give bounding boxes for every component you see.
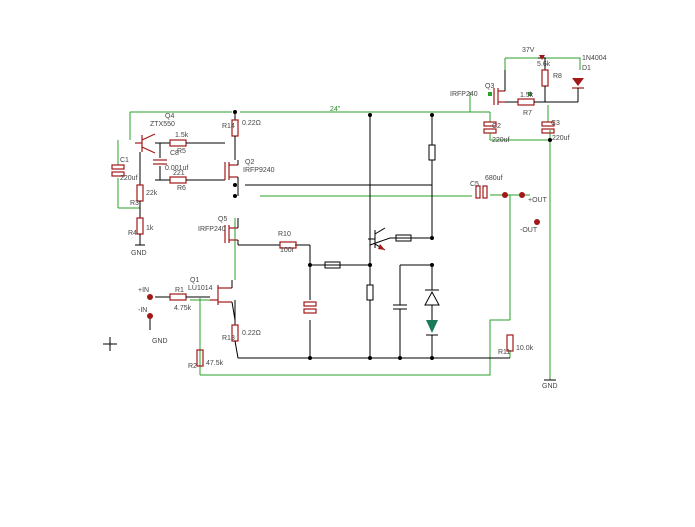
capacitor-c-drain: [303, 301, 317, 314]
driver-transistor: [368, 227, 386, 251]
black-wires: [238, 115, 510, 359]
resistor-r5: 1.5k R5: [165, 132, 225, 155]
out-plus-label: +OUT: [528, 197, 548, 204]
q2-name: Q2: [245, 159, 254, 166]
r2-value: 47.5k: [206, 360, 224, 367]
resistor-r8: R8 5.6k: [537, 58, 562, 102]
q2-value: IRFP9240: [243, 167, 275, 174]
r13-name: R13: [222, 335, 235, 342]
gnd1-label: GND: [131, 250, 147, 257]
green-wires: [129, 57, 581, 380]
zener-diode: [424, 289, 440, 336]
output-pin-minus[interactable]: -OUT: [520, 219, 540, 234]
d1-name: D1: [582, 65, 591, 72]
resistor-r3: R3 22k: [130, 152, 158, 218]
c1-name: C1: [120, 157, 129, 164]
r1-name: R1: [175, 287, 184, 294]
resistor-r2: R2 47.5k: [188, 349, 224, 370]
resistor-r11: R11 10.0k: [498, 334, 534, 356]
r3-name: R3: [130, 200, 139, 207]
resistor-unlabeled-3: [324, 261, 341, 269]
r6-value: 221: [173, 170, 185, 177]
capacitor-unlabeled: [393, 300, 407, 315]
r8-name: R8: [553, 73, 562, 80]
c5-value: 680uf: [485, 175, 503, 182]
q1-value: LU1014: [188, 285, 213, 292]
q4-name: Q4: [165, 113, 174, 120]
capacitor-c1: C1 220uf: [111, 140, 140, 209]
green-junctions: [488, 92, 532, 96]
q4-value: ZTX550: [150, 121, 175, 128]
c8-name: C8: [170, 150, 179, 157]
gnd3-label: GND: [542, 383, 558, 390]
input-pin-minus[interactable]: -IN GND: [138, 307, 168, 345]
rail-24: 24": [330, 106, 341, 113]
capacitor-c8: C8 0.001uf: [153, 143, 188, 180]
rail-24-label: 24": [330, 106, 341, 113]
capacitor-c3: C3 220uf: [541, 105, 570, 142]
c2-name: C2: [492, 123, 501, 130]
r2-name: R2: [188, 363, 197, 370]
resistor-r6: 221 R6: [155, 170, 225, 192]
r5-name: R5: [177, 148, 186, 155]
mosfet-q3: Q3 IRFP240: [450, 70, 506, 105]
q3-value: IRFP240: [450, 91, 478, 98]
c3-name: C3: [551, 120, 560, 127]
in-minus-label: -IN: [138, 307, 147, 314]
resistor-unlabeled-4: [366, 284, 374, 301]
d1-value: 1N4004: [582, 55, 607, 62]
r8-value: 5.6k: [537, 61, 551, 68]
resistor-r10: R10 100r: [278, 231, 297, 254]
diode-d1: D1 1N4004: [545, 55, 607, 103]
c8-value: 0.001uf: [165, 165, 188, 172]
c3-value: 220uf: [552, 135, 570, 142]
r4-name: R4: [128, 230, 137, 237]
transistor-q4: Q4 ZTX550: [135, 113, 175, 154]
resistor-r1: R1 4.75k: [155, 287, 210, 312]
resistor-r4: R4 1k GND: [128, 217, 154, 257]
mosfet-q5: Q5 IRFP240: [198, 216, 280, 246]
out-minus-label: -OUT: [520, 227, 538, 234]
gnd2-label: GND: [152, 338, 168, 345]
resistor-unlabeled-1: [428, 144, 436, 161]
output-pin-plus[interactable]: +OUT: [502, 192, 548, 204]
r1-value: 4.75k: [174, 305, 192, 312]
resistor-r14: R14 0.22Ω: [222, 112, 261, 160]
r14-name: R14: [222, 123, 235, 130]
crosshair-cursor-icon: [103, 337, 117, 351]
c2-value: 220uf: [492, 137, 510, 144]
in-plus-label: +IN: [138, 287, 149, 294]
r7-name: R7: [523, 110, 532, 117]
ground-main: GND: [542, 379, 558, 390]
c5-name: C5: [470, 181, 479, 188]
r7-value: 1.5k: [520, 92, 534, 99]
r5-value: 1.5k: [175, 132, 189, 139]
q1-name: Q1: [190, 277, 199, 284]
q5-name: Q5: [218, 216, 227, 223]
r3-value: 22k: [146, 190, 158, 197]
q5-value: IRFP240: [198, 226, 226, 233]
r6-name: R6: [177, 185, 186, 192]
r14-value: 0.22Ω: [242, 120, 261, 127]
resistor-r13: R13 0.22Ω: [222, 300, 261, 359]
mosfet-q2: Q2 IRFP9240: [224, 159, 275, 196]
rail-37v: 37V: [522, 47, 546, 60]
r11-value: 10.0k: [516, 345, 534, 352]
capacitor-c2: C2 220uf: [483, 112, 510, 144]
r10-name: R10: [278, 231, 291, 238]
resistor-r7: 1.5k R7: [505, 92, 545, 117]
capacitor-c5: C5 680uf: [470, 175, 503, 199]
r10-value: 100r: [280, 247, 295, 254]
jfet-q1: Q1 LU1014: [188, 277, 236, 321]
r4-value: 1k: [146, 225, 154, 232]
c1-value: 220uf: [120, 175, 138, 182]
r13-value: 0.22Ω: [242, 330, 261, 337]
resistor-unlabeled-2: [395, 234, 412, 242]
rail-37v-label: 37V: [522, 47, 535, 54]
junction-dots: [233, 110, 552, 360]
r11-name: R11: [498, 349, 510, 356]
q3-name: Q3: [485, 83, 494, 90]
input-pin-plus[interactable]: +IN: [138, 287, 153, 300]
